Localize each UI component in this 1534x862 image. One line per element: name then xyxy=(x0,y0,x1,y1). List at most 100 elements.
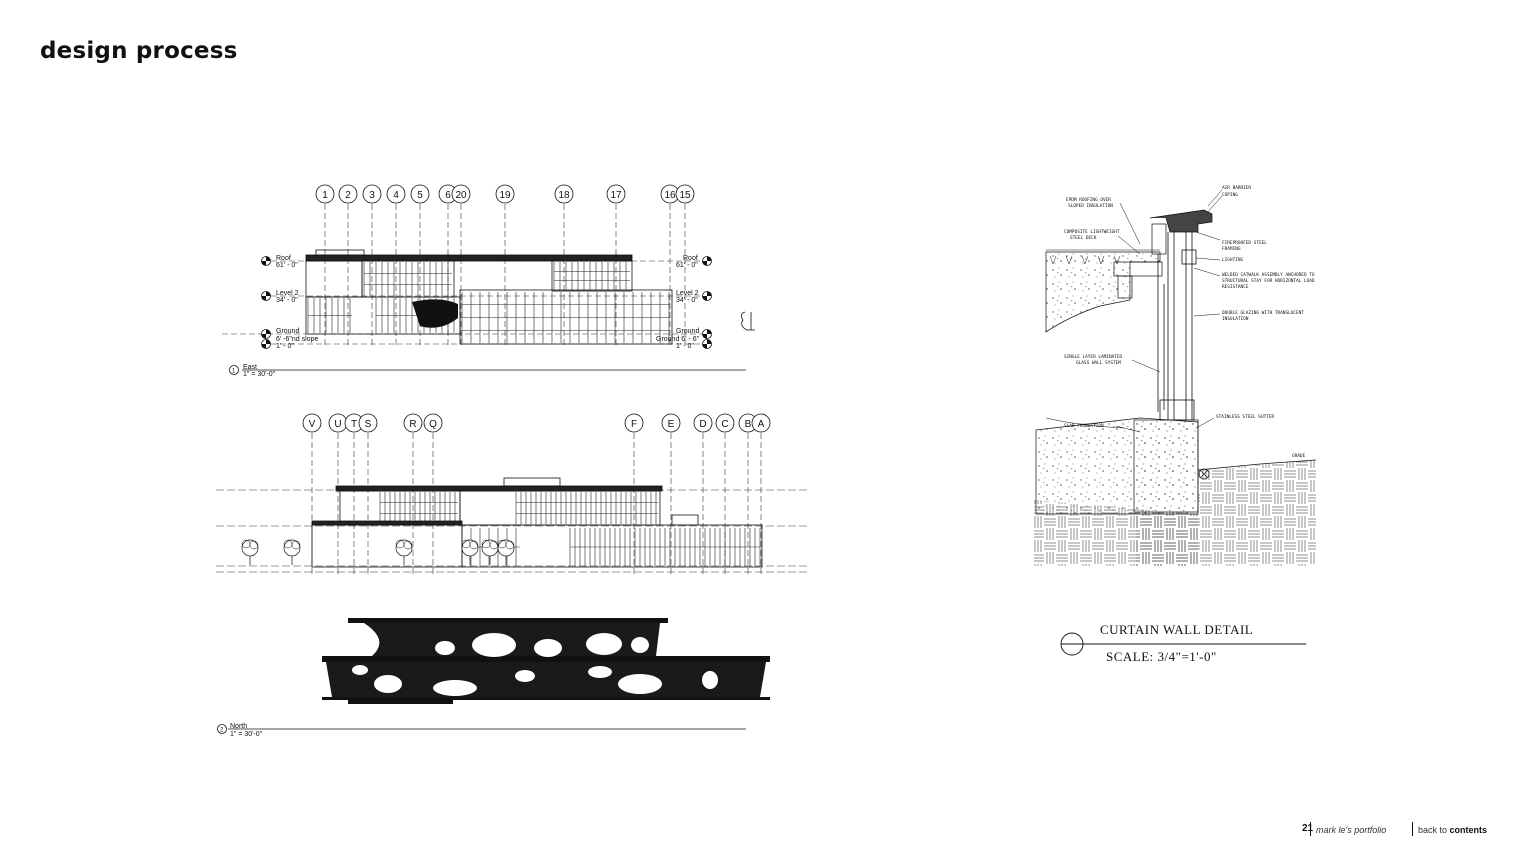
north-mesh-render xyxy=(322,618,770,704)
east-grid-18: 18 xyxy=(554,184,574,348)
north-grid-T: T xyxy=(344,413,364,576)
back-prefix: back to xyxy=(1418,825,1450,835)
svg-text:V: V xyxy=(309,419,316,430)
svg-text:RESISTANCE: RESISTANCE xyxy=(1222,284,1249,290)
east-level-2-left: Level 2 xyxy=(276,290,299,297)
north-grid-F: F xyxy=(624,413,644,576)
north-view-number: 2 xyxy=(220,728,224,734)
svg-text:19: 19 xyxy=(499,190,511,201)
svg-text:STEEL DECK: STEEL DECK xyxy=(1070,235,1097,241)
svg-text:COPING: COPING xyxy=(1222,192,1238,198)
detail-title: CURTAIN WALL DETAIL xyxy=(1100,622,1253,637)
svg-text:3: 3 xyxy=(369,190,375,201)
north-view-scale: 1" = 30'-0" xyxy=(230,731,263,738)
east-level-ground-right: Ground xyxy=(676,328,699,335)
svg-text:LIGHTING: LIGHTING xyxy=(1222,257,1244,263)
east-grid-17: 17 xyxy=(606,184,626,348)
east-level-markers xyxy=(261,256,712,349)
svg-text:5: 5 xyxy=(417,190,423,201)
north-grid-U: U xyxy=(328,413,348,576)
back-to-contents-link[interactable]: back to contents xyxy=(1418,825,1487,835)
east-view-name: East xyxy=(243,364,257,371)
east-level-roof-right: Roof xyxy=(683,255,698,262)
svg-text:2: 2 xyxy=(345,190,351,201)
svg-text:FRAMING: FRAMING xyxy=(1222,246,1241,252)
north-grid-Q: Q xyxy=(423,413,443,576)
svg-text:16: 16 xyxy=(664,190,676,201)
svg-text:COMPOSITE LIGHTWEIGHT: COMPOSITE LIGHTWEIGHT xyxy=(1064,229,1120,235)
tree xyxy=(497,539,515,565)
svg-text:STRUCTURAL STAY FOR HORIZONTAL: STRUCTURAL STAY FOR HORIZONTAL LOAD xyxy=(1222,278,1315,284)
svg-text:1' - 0": 1' - 0" xyxy=(276,343,294,350)
east-grid-5: 5 xyxy=(410,184,430,348)
svg-text:U: U xyxy=(334,419,341,430)
svg-text:Q: Q xyxy=(429,419,437,430)
svg-text:1: 1 xyxy=(322,190,328,201)
svg-text:18: 18 xyxy=(558,190,570,201)
svg-text:61' - 0": 61' - 0" xyxy=(276,262,298,269)
tree xyxy=(241,539,259,565)
east-grid-16: 16 xyxy=(660,184,680,348)
north-view-name: North xyxy=(230,723,247,730)
portfolio-name: mark le's portfolio xyxy=(1316,825,1387,835)
svg-text:F: F xyxy=(631,419,637,430)
svg-text:FIREPROOFED STEEL: FIREPROOFED STEEL xyxy=(1222,240,1267,246)
svg-text:INSULATION: INSULATION xyxy=(1222,316,1249,322)
tree xyxy=(395,539,413,565)
east-grid-15: 15 xyxy=(675,184,695,348)
svg-text:T: T xyxy=(351,419,357,430)
svg-text:15: 15 xyxy=(679,190,691,201)
svg-text:61' - 0": 61' - 0" xyxy=(676,262,698,269)
east-view-number: 1 xyxy=(232,369,236,375)
north-trees xyxy=(241,539,515,565)
svg-text:DOUBLE GLAZING WITH TRANSLUCEN: DOUBLE GLAZING WITH TRANSLUCENT xyxy=(1222,310,1304,316)
back-divider xyxy=(1412,822,1413,836)
svg-text:AIR BARRIER: AIR BARRIER xyxy=(1222,185,1251,191)
east-view-scale: 1" = 30'-0" xyxy=(243,371,276,378)
north-grid-S: S xyxy=(358,413,378,576)
north-grid-R: R xyxy=(403,413,423,576)
svg-text:6: 6 xyxy=(445,190,451,201)
east-grid-1: 1 xyxy=(315,184,335,348)
svg-text:C: C xyxy=(721,419,728,430)
svg-text:E: E xyxy=(668,419,675,430)
page-number: 21 xyxy=(1302,823,1314,834)
east-grid-4: 4 xyxy=(386,184,406,348)
svg-text:1' - 0": 1' - 0" xyxy=(676,343,694,350)
svg-text:GLASS WALL SYSTEM: GLASS WALL SYSTEM xyxy=(1076,360,1121,366)
svg-text:S: S xyxy=(365,419,372,430)
east-grid-19: 19 xyxy=(495,184,515,348)
svg-text:20: 20 xyxy=(455,190,467,201)
svg-text:SLOPED INSULATION: SLOPED INSULATION xyxy=(1068,203,1113,209)
svg-text:STAINLESS STEEL GUTTER: STAINLESS STEEL GUTTER xyxy=(1216,414,1275,420)
svg-text:GRADE: GRADE xyxy=(1292,453,1306,459)
east-level-ground-left: Ground xyxy=(276,328,299,335)
tree xyxy=(481,539,499,565)
east-level-2-right: Level 2 xyxy=(676,290,699,297)
east-grid-3: 3 xyxy=(362,184,382,348)
east-grid-2: 2 xyxy=(338,184,358,348)
tree xyxy=(283,539,301,565)
page-divider xyxy=(1310,822,1311,836)
curtain-wall-detail-drawing: EPDM ROOFING OVER SLOPED INSULATION COMP… xyxy=(1034,185,1317,664)
contents-link-text[interactable]: contents xyxy=(1449,825,1488,835)
detail-scale: SCALE: 3/4"=1'-0" xyxy=(1106,649,1217,664)
svg-text:EPDM ROOFING OVER: EPDM ROOFING OVER xyxy=(1066,197,1111,203)
svg-text:34' - 0": 34' - 0" xyxy=(676,297,698,304)
tree xyxy=(461,539,479,565)
svg-text:D: D xyxy=(699,419,706,430)
east-sculptural-form xyxy=(412,299,458,328)
page-title: design process xyxy=(40,38,238,64)
svg-text:17: 17 xyxy=(610,190,622,201)
north-grid-B: B xyxy=(738,413,758,576)
north-grid-D: D xyxy=(693,413,713,576)
svg-text:A: A xyxy=(758,419,765,430)
svg-text:34' - 0": 34' - 0" xyxy=(276,297,298,304)
svg-text:SLAB FOUNDATION: SLAB FOUNDATION xyxy=(1064,423,1104,429)
svg-text:B: B xyxy=(745,419,752,430)
